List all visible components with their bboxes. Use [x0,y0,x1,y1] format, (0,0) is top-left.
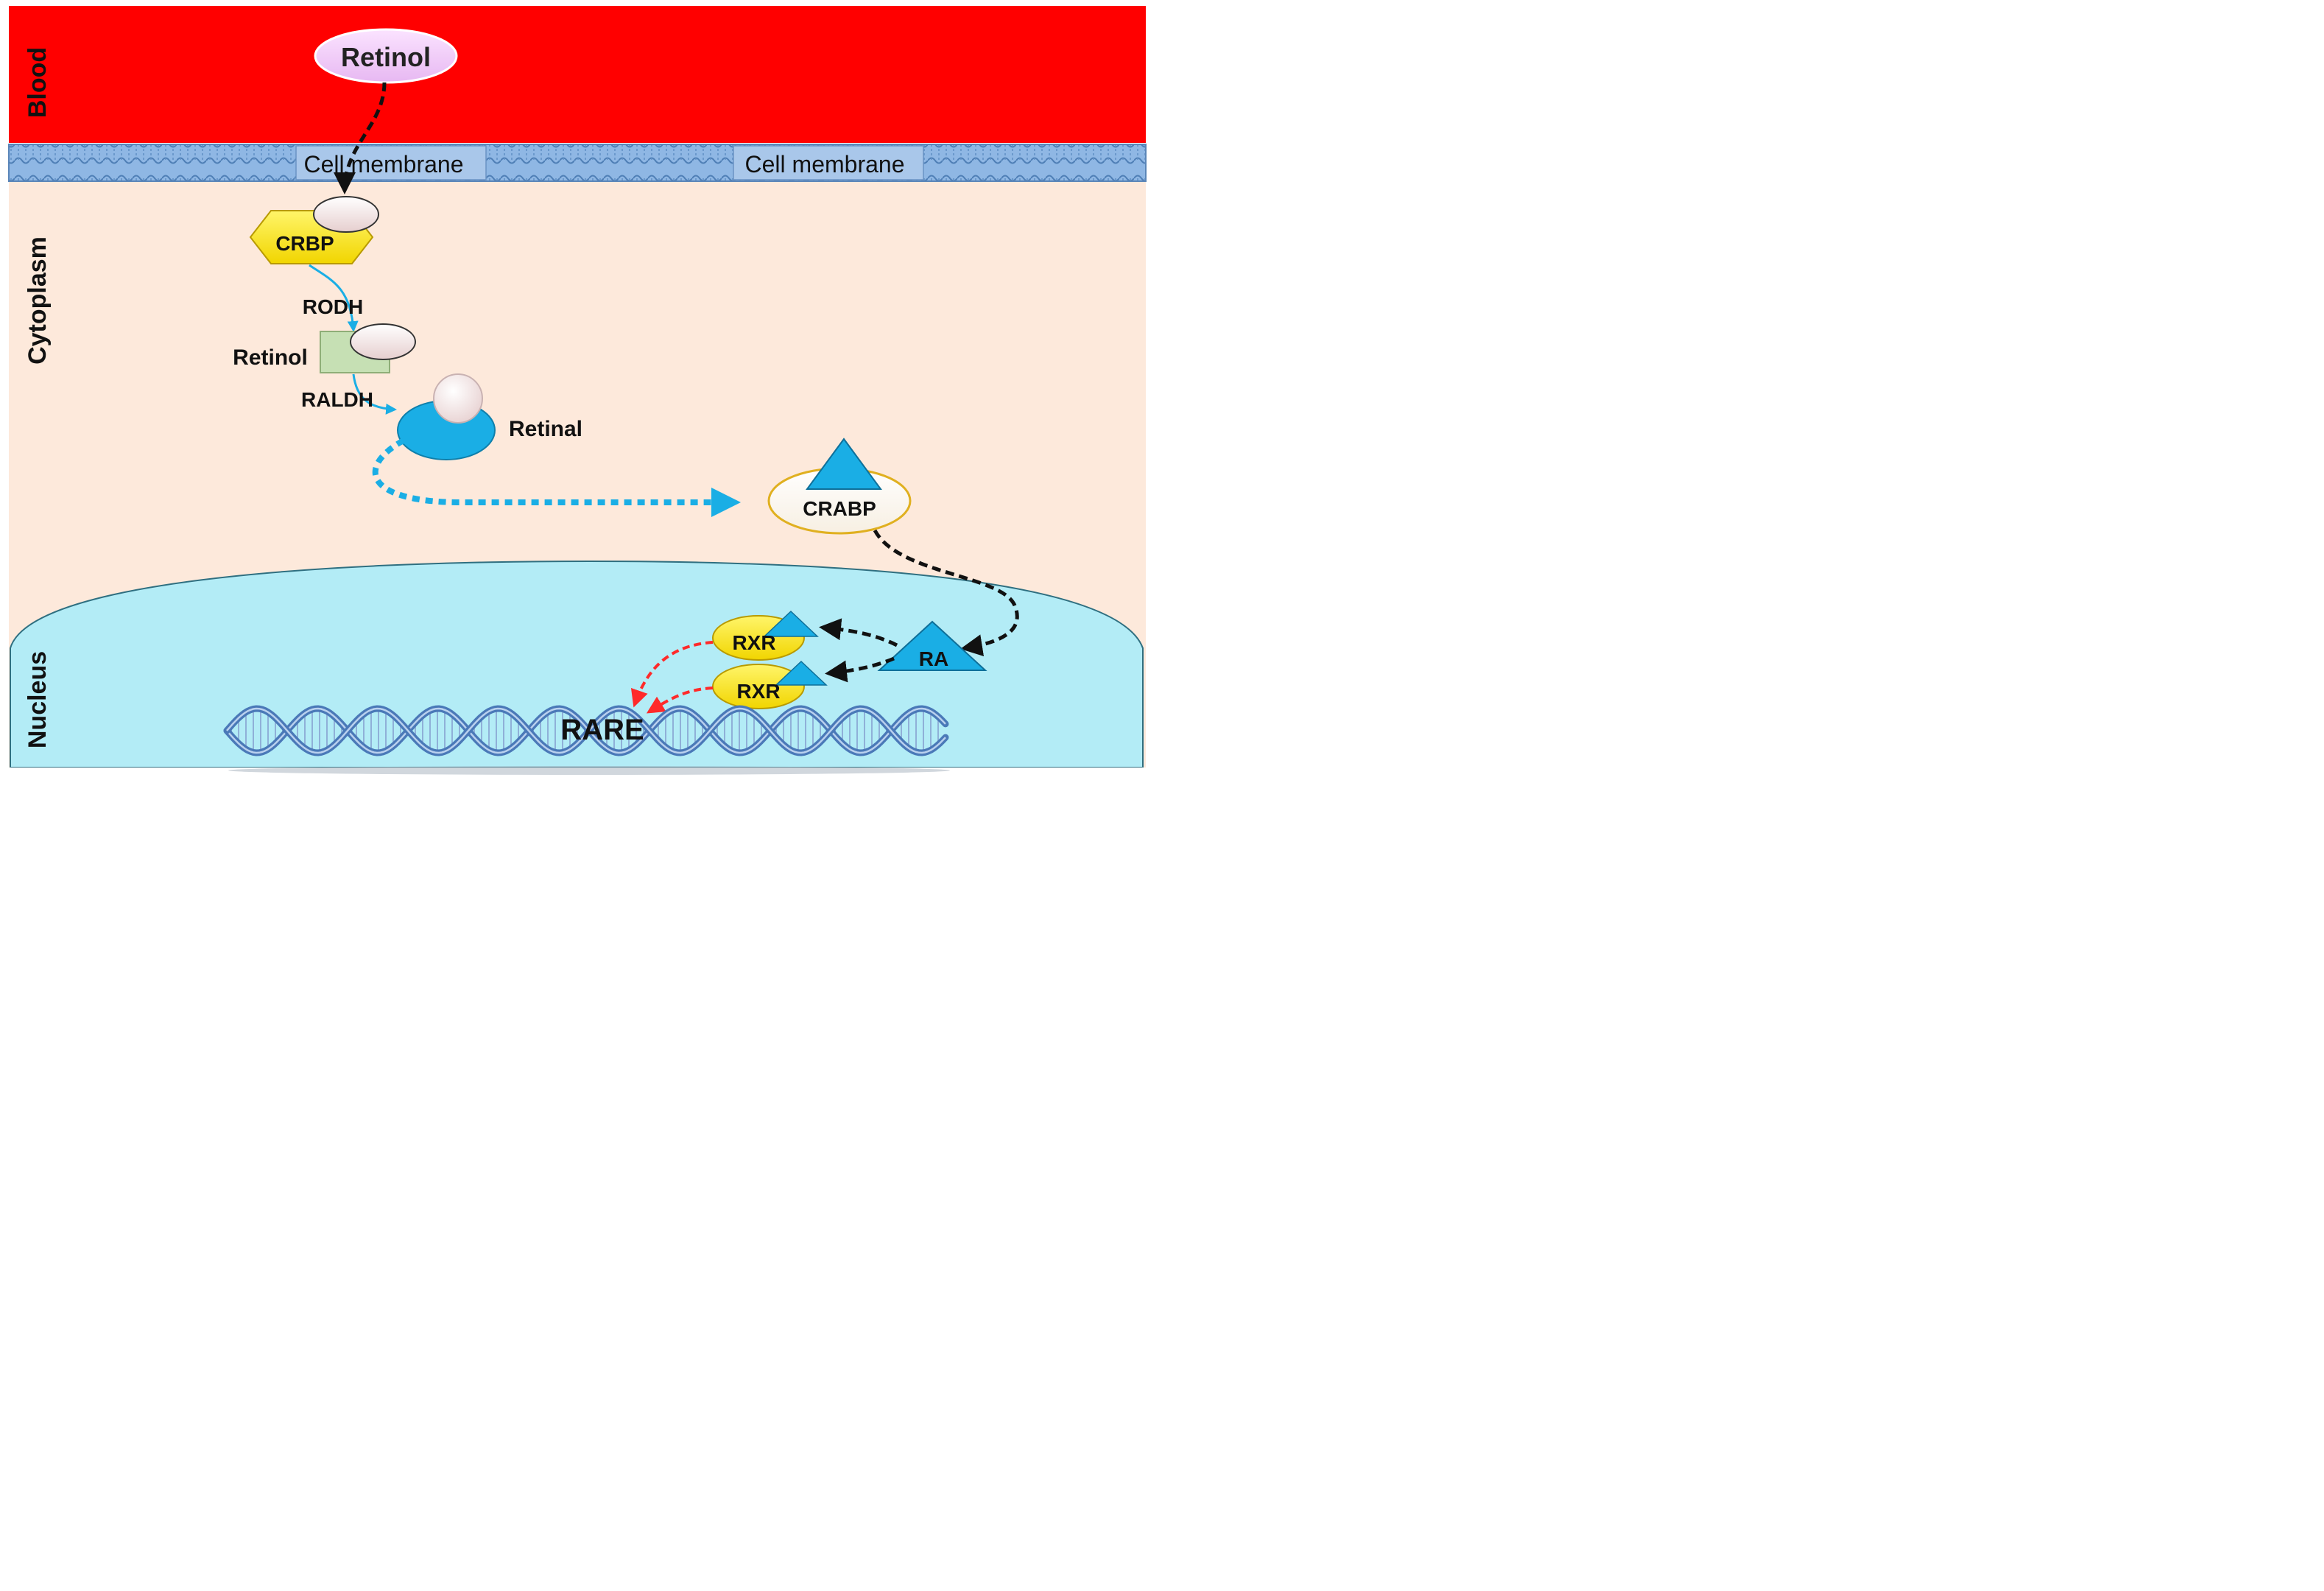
retinal-label: Retinal [509,417,582,441]
retinol-complex-ball [350,323,416,360]
rxr-top-label: RXR [732,631,775,654]
retinol-complex-label: Retinol [233,345,308,370]
crabp-label: CRABP [803,497,876,520]
membrane-label-right: Cell membrane [745,151,905,178]
cell-membrane: Cell membrane Cell membrane [8,144,1147,182]
dna-strand-b-highlight [226,707,946,754]
raldh-arrow [352,373,397,415]
nucleus-region [10,560,1144,768]
rxr-top-to-rare-arrow [630,641,714,708]
retinol-uptake-arrow [334,82,387,194]
rxr-bottom-to-rare-arrow [646,686,714,714]
rare-label: RARE [560,714,644,746]
crbp-bound-retinol [313,196,379,233]
ra-triangle [877,620,987,671]
blood-region [9,6,1146,143]
membrane-label-left: Cell membrane [304,151,464,178]
ra-label: RA [919,647,948,670]
dna-shadow [228,766,950,775]
rxr-bottom-label: RXR [736,680,780,703]
rxr-bottom-ellipse [712,664,805,709]
nucleus-label: Nucleus [24,651,52,748]
retinoid-pathway-diagram: Blood Cytoplasm Cell membrane Cell membr… [8,6,1147,796]
cytoplasm-label: Cytoplasm [24,236,52,365]
raldh-label: RALDH [301,388,373,411]
retinol-blood-label: Retinol [341,42,431,72]
rodh-arrow [309,264,359,332]
membrane-label-box-left [295,145,487,180]
crabp-bound-ra-triangle [806,438,882,490]
rxr-bottom-bound-ra [775,660,828,686]
crbp-label: CRBP [275,232,334,255]
ra-to-rxr-top-arrow [819,618,898,647]
retinal-bound-ball [433,373,483,424]
rxr-top-bound-ra [763,610,819,637]
dna-helix [223,705,949,756]
retinal-to-crabp-arrow [372,438,741,517]
rodh-label: RODH [303,295,363,318]
crabp-to-ra-arrow [873,529,1019,657]
ra-to-rxr-bottom-arrow [825,656,895,683]
blood-label: Blood [24,47,52,118]
membrane-label-box-right [733,145,924,180]
